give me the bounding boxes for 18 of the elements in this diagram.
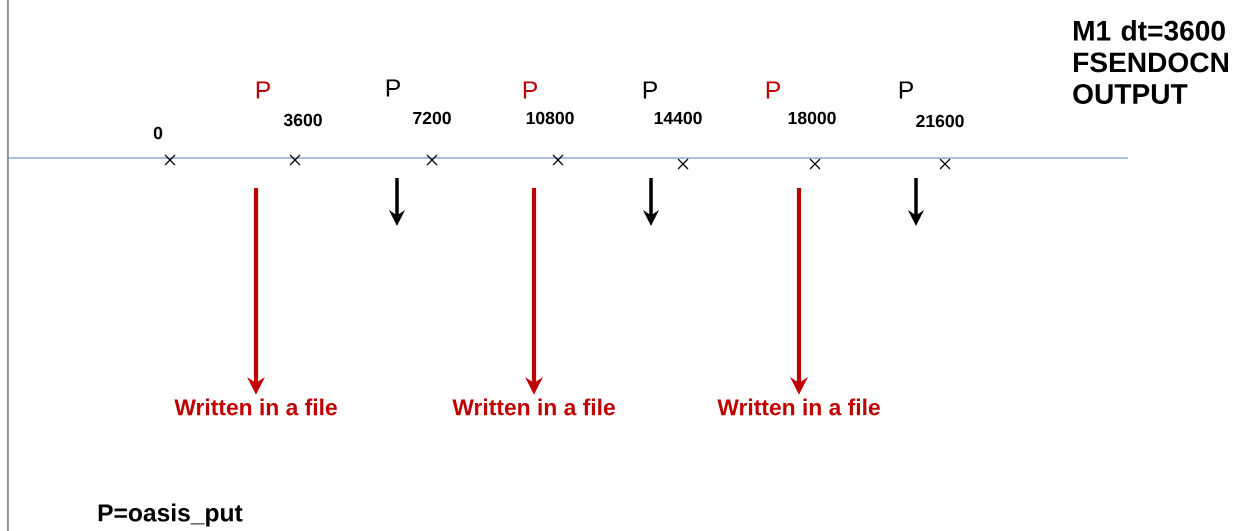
- label-text: P: [643, 81, 657, 99]
- label-text: P=oasis_put: [98, 503, 243, 527]
- caption-text: Written in a file: [452, 398, 615, 416]
- label-text: P: [523, 81, 537, 99]
- caption-text: Written in a file: [174, 398, 337, 416]
- label-text: P: [256, 81, 270, 99]
- label-text: M1 dt=3600 FSENDOCN OUTPUT: [1073, 20, 1228, 104]
- caption-text: Written in a file: [717, 398, 880, 416]
- label-text: P: [766, 81, 780, 99]
- label-text: 10800: [526, 111, 574, 125]
- label-text: 0: [153, 126, 163, 140]
- label-text: P: [386, 79, 400, 97]
- label-text: P: [899, 81, 913, 99]
- label-text: 21600: [916, 114, 964, 128]
- label-text: 18000: [788, 111, 836, 125]
- label-text: 3600: [283, 113, 322, 127]
- label-text: 7200: [413, 111, 451, 125]
- label-text: 14400: [654, 111, 702, 125]
